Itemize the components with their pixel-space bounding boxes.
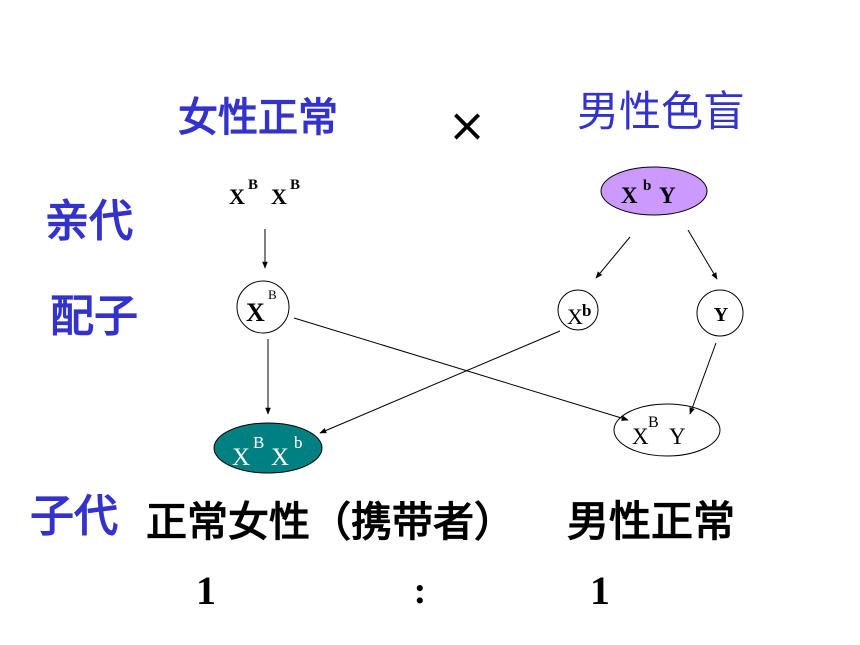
parent-male-node (600, 166, 708, 216)
ratio-male: 1 (590, 568, 610, 613)
gamete-node (557, 289, 599, 331)
offspring-female-node (213, 422, 323, 474)
allele-base: Y (659, 183, 676, 208)
allele-base: Y (669, 424, 686, 449)
allele-superscript: B (648, 414, 659, 431)
allele-superscript: B (268, 287, 277, 302)
arrow-gamete-xb-lower-to-female-offspring (319, 330, 561, 434)
offspring-ratio: 1 : 1 (196, 568, 610, 613)
gamete-xb-lower: X b (557, 289, 599, 331)
gamete-node (236, 280, 290, 334)
arrow-gamete-xb-to-male-offspring (293, 317, 629, 421)
allele-superscript: b (294, 433, 303, 452)
allele-superscript: B (253, 433, 264, 452)
arrow-gamete-y-to-male-offspring (689, 342, 717, 415)
row-labels: 亲代 配子 子代 (30, 196, 138, 542)
allele-base: Y (714, 304, 729, 326)
allele-base: X (632, 424, 649, 449)
row-label-gametes: 配子 (50, 291, 138, 342)
parent-male-genotype: X b Y (600, 166, 708, 216)
allele-superscript: b (582, 301, 591, 320)
ratio-female: 1 (196, 568, 216, 613)
ratio-separator: : (414, 570, 427, 612)
offspring-male-phenotype: 男性正常 (567, 497, 735, 546)
allele-base: X (232, 444, 250, 471)
allele-base: X (567, 304, 583, 329)
allele-base: X (246, 298, 265, 327)
row-label-offspring: 子代 (30, 491, 118, 542)
connectors (262, 229, 718, 434)
gamete-y: Y (696, 289, 744, 337)
offspring-male-node (613, 403, 721, 457)
allele-superscript: B (248, 177, 258, 193)
offspring-female-phenotype: 正常女性（携带者） (146, 498, 515, 546)
header: 女性正常 × 男性色盲 (178, 87, 745, 152)
row-label-parents: 亲代 (45, 196, 133, 247)
arrow-male-parent-to-gamete-y (687, 229, 718, 280)
cross-symbol: × (448, 98, 487, 152)
female-phenotype-label: 女性正常 (178, 95, 338, 141)
gamete-node (696, 289, 744, 337)
offspring-female-genotype: X B X b (213, 422, 323, 474)
offspring-phenotypes: 正常女性（携带者） 男性正常 (146, 497, 735, 546)
allele-base: X (271, 184, 287, 209)
arrow-male-parent-to-gamete-xb (595, 236, 631, 279)
allele-base: X (271, 444, 289, 471)
allele-base: X (621, 183, 638, 208)
gamete-xb-upper: X B (236, 280, 290, 334)
offspring-male-genotype: X B Y (613, 403, 721, 457)
parent-female-genotype: X B X B (229, 177, 300, 209)
male-phenotype-label: 男性色盲 (577, 87, 745, 136)
allele-base: X (229, 184, 245, 209)
allele-superscript: B (290, 177, 300, 193)
allele-superscript: b (643, 178, 651, 194)
